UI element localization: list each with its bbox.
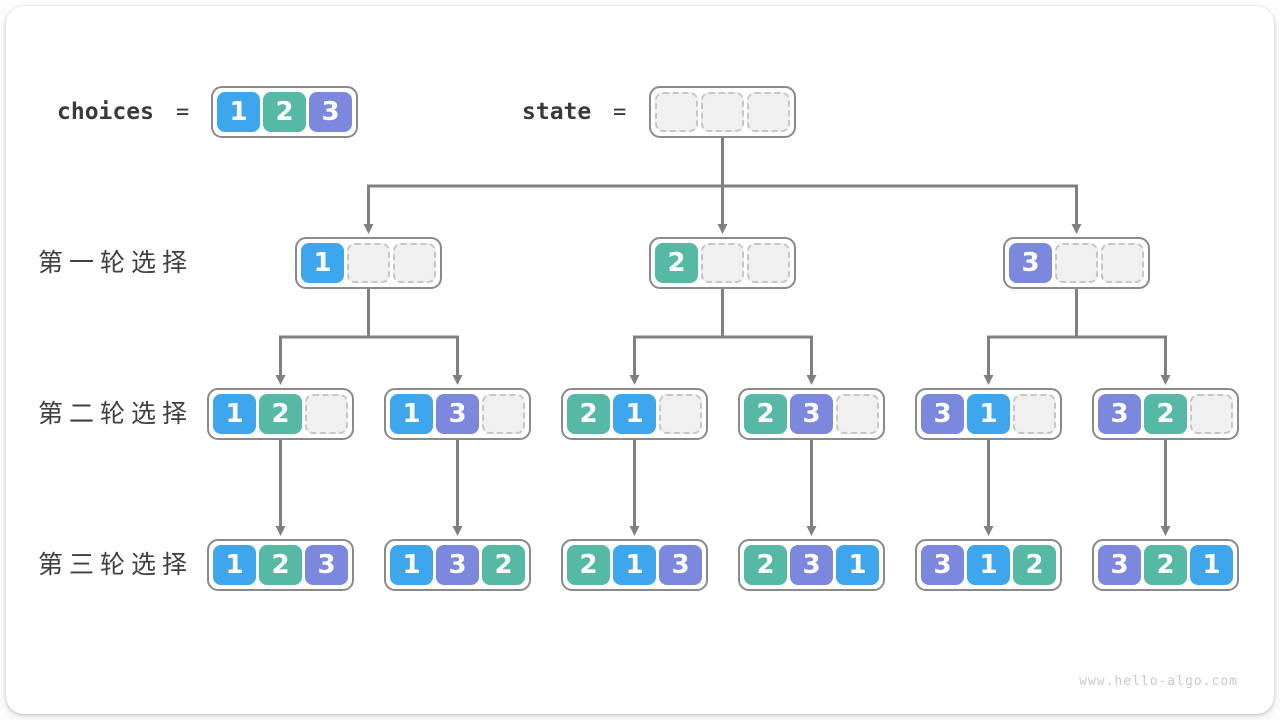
empty-cell <box>836 394 879 434</box>
value-cell-1: 1 <box>613 545 656 585</box>
value-cell-1: 1 <box>390 545 433 585</box>
empty-cell <box>1190 394 1233 434</box>
value-cell-2: 2 <box>655 243 698 283</box>
value-cell-3: 3 <box>1098 394 1141 434</box>
value-cell-1: 1 <box>836 545 879 585</box>
watermark: www.hello-algo.com <box>1079 674 1238 689</box>
figure-card <box>6 6 1274 714</box>
value-cell-1: 1 <box>613 394 656 434</box>
empty-cell <box>393 243 436 283</box>
empty-cell <box>1013 394 1056 434</box>
value-cell-3: 3 <box>436 394 479 434</box>
value-cell-3: 3 <box>790 545 833 585</box>
value-cell-2: 2 <box>1013 545 1056 585</box>
value-cell-1: 1 <box>213 394 256 434</box>
empty-cell <box>347 243 390 283</box>
empty-cell <box>659 394 702 434</box>
value-cell-2: 2 <box>259 545 302 585</box>
level1-node-1: 1 <box>295 237 442 289</box>
value-cell-2: 2 <box>263 92 306 132</box>
choices-equals-sign: = <box>176 100 190 125</box>
value-cell-2: 2 <box>1144 545 1187 585</box>
value-cell-2: 2 <box>744 545 787 585</box>
value-cell-1: 1 <box>213 545 256 585</box>
state-array <box>649 86 796 138</box>
value-cell-2: 2 <box>567 394 610 434</box>
value-cell-3: 3 <box>790 394 833 434</box>
value-cell-1: 1 <box>390 394 433 434</box>
value-cell-1: 1 <box>301 243 344 283</box>
value-cell-2: 2 <box>744 394 787 434</box>
value-cell-3: 3 <box>921 545 964 585</box>
empty-cell <box>701 243 744 283</box>
empty-cell <box>482 394 525 434</box>
empty-cell <box>305 394 348 434</box>
value-cell-1: 1 <box>967 545 1010 585</box>
value-cell-3: 3 <box>436 545 479 585</box>
empty-cell <box>1101 243 1144 283</box>
empty-cell <box>1055 243 1098 283</box>
value-cell-1: 1 <box>217 92 260 132</box>
value-cell-2: 2 <box>482 545 525 585</box>
value-cell-2: 2 <box>259 394 302 434</box>
value-cell-1: 1 <box>967 394 1010 434</box>
value-cell-3: 3 <box>1009 243 1052 283</box>
empty-cell <box>747 92 790 132</box>
value-cell-1: 1 <box>1190 545 1233 585</box>
value-cell-3: 3 <box>305 545 348 585</box>
round-3-label: 第三轮选择 <box>38 550 194 579</box>
value-cell-3: 3 <box>921 394 964 434</box>
choices-label: choices <box>57 99 154 125</box>
value-cell-3: 3 <box>659 545 702 585</box>
round-1-label: 第一轮选择 <box>38 248 194 277</box>
value-cell-3: 3 <box>309 92 352 132</box>
value-cell-2: 2 <box>1144 394 1187 434</box>
empty-cell <box>655 92 698 132</box>
level1-node-3: 3 <box>1003 237 1150 289</box>
state-equals-sign: = <box>613 100 627 125</box>
value-cell-2: 2 <box>567 545 610 585</box>
round-2-label: 第二轮选择 <box>38 399 194 428</box>
value-cell-3: 3 <box>1098 545 1141 585</box>
state-label: state <box>522 99 592 125</box>
empty-cell <box>701 92 744 132</box>
empty-cell <box>747 243 790 283</box>
level1-node-2: 2 <box>649 237 796 289</box>
